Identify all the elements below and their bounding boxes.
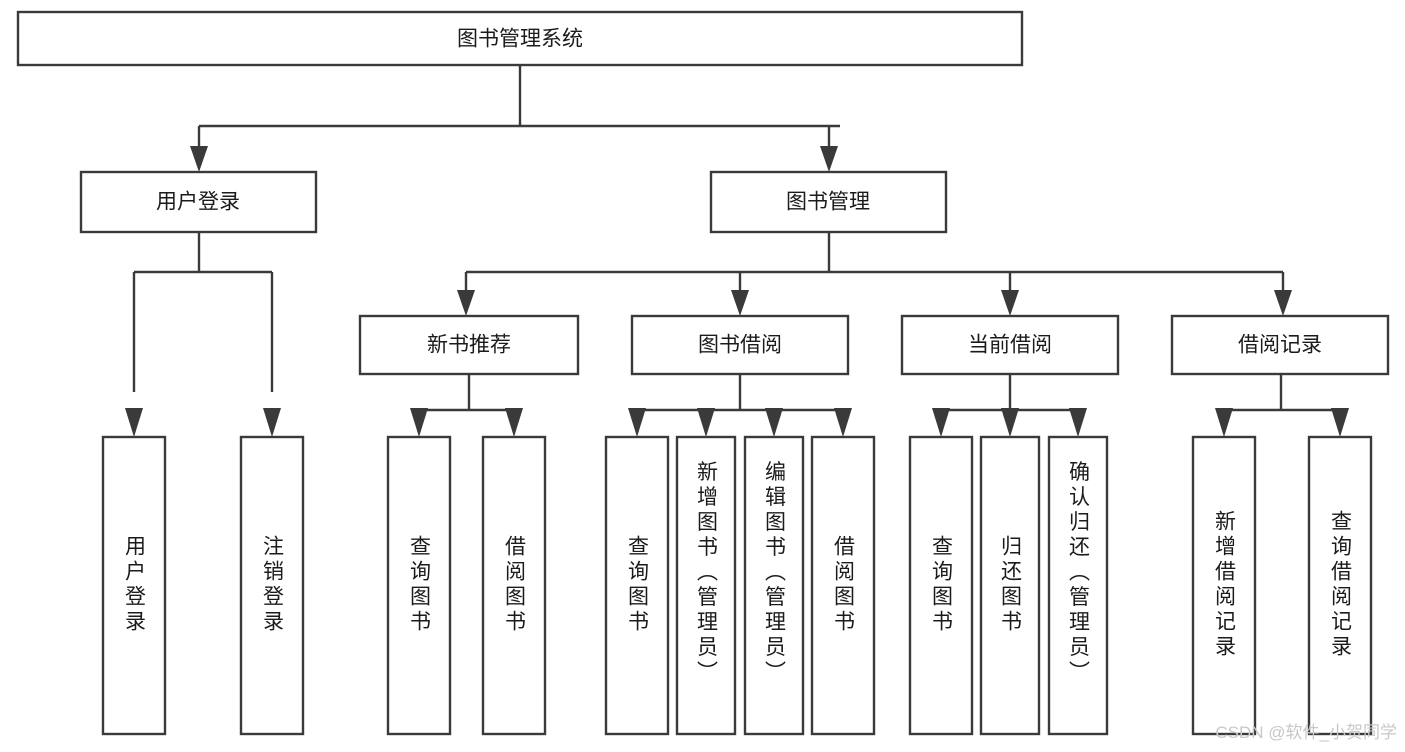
node-leaf-user-login-box[interactable]: [101, 435, 167, 736]
node-user-login-label: 用户登录: [156, 191, 240, 214]
node-leaf-borrow-book-2[interactable]: 借阅图书: [810, 435, 876, 736]
node-current-borrow[interactable]: 当前借阅: [900, 314, 1120, 376]
arrow-leaf-confirm-return: [1069, 408, 1087, 437]
node-current-borrow-box[interactable]: [900, 314, 1120, 376]
node-leaf-add-book[interactable]: 新增图书（管理员）: [675, 435, 737, 736]
node-leaf-return-book-label: 归还图书: [999, 535, 1023, 635]
arrow-leaf-logout: [263, 408, 281, 437]
arrow-leaf-borrow-book-2: [834, 408, 852, 437]
node-leaf-logout-label: 注销登录: [261, 535, 285, 635]
csdn-watermark: CSDN @软件_小贺同学: [1215, 723, 1397, 742]
node-user-login-box[interactable]: [79, 170, 318, 234]
node-leaf-edit-book-box[interactable]: [743, 435, 805, 736]
node-new-book-rec-label: 新书推荐: [427, 334, 511, 357]
node-leaf-add-record[interactable]: 新增借阅记录: [1191, 435, 1257, 736]
node-leaf-user-login[interactable]: 用户登录: [101, 435, 167, 736]
node-user-login[interactable]: 用户登录: [79, 170, 318, 234]
node-book-borrow-label: 图书借阅: [698, 334, 782, 357]
arrow-leaf-return-book: [1001, 408, 1019, 437]
node-leaf-add-record-box[interactable]: [1191, 435, 1257, 736]
node-new-book-rec[interactable]: 新书推荐: [358, 314, 580, 376]
node-leaf-query-book-3-box[interactable]: [908, 435, 974, 736]
node-leaf-borrow-book-2-box[interactable]: [810, 435, 876, 736]
node-leaf-query-record-box[interactable]: [1307, 435, 1373, 736]
node-borrow-record[interactable]: 借阅记录: [1170, 314, 1390, 376]
node-leaf-query-book-1-box[interactable]: [386, 435, 452, 736]
arrow-leaf-query-book-3: [932, 408, 950, 437]
node-leaf-return-book[interactable]: 归还图书: [979, 435, 1041, 736]
edge-layer: [125, 65, 1349, 437]
node-leaf-edit-book-label: 编辑图书（管理员）: [763, 461, 787, 686]
node-book-manage-box[interactable]: [709, 170, 948, 234]
arrow-leaf-query-book-1: [410, 408, 428, 437]
arrow-leaf-query-record: [1331, 408, 1349, 437]
arrow-book-borrow: [731, 290, 749, 316]
node-borrow-record-label: 借阅记录: [1238, 334, 1322, 357]
arrow-book-manage: [820, 146, 838, 172]
node-leaf-add-book-box[interactable]: [675, 435, 737, 736]
arrow-new-book-rec: [457, 290, 475, 316]
arrow-leaf-user-login: [125, 408, 143, 437]
node-current-borrow-label: 当前借阅: [968, 334, 1052, 357]
node-leaf-return-book-box[interactable]: [979, 435, 1041, 736]
arrow-current-borrow: [1001, 290, 1019, 316]
node-new-book-rec-box[interactable]: [358, 314, 580, 376]
node-leaf-query-book-3[interactable]: 查询图书: [908, 435, 974, 736]
node-leaf-query-book-3-label: 查询图书: [930, 535, 954, 635]
node-leaf-query-book-2-box[interactable]: [604, 435, 670, 736]
node-leaf-add-record-label: 新增借阅记录: [1213, 510, 1237, 660]
arrow-user-login: [190, 146, 208, 172]
node-book-borrow[interactable]: 图书借阅: [630, 314, 850, 376]
node-leaf-confirm-return-label: 确认归还（管理员）: [1067, 461, 1091, 686]
arrow-leaf-add-record: [1215, 408, 1233, 437]
arrow-leaf-borrow-book-1: [505, 408, 523, 437]
node-leaf-add-book-label: 新增图书（管理员）: [695, 461, 719, 686]
node-root-box[interactable]: [16, 10, 1024, 67]
node-leaf-confirm-return-box[interactable]: [1047, 435, 1109, 736]
arrow-leaf-query-book-2: [628, 408, 646, 437]
node-root[interactable]: 图书管理系统: [16, 10, 1024, 67]
node-root-label: 图书管理系统: [457, 28, 583, 51]
node-book-manage-label: 图书管理: [786, 191, 870, 214]
node-leaf-borrow-book-2-label: 借阅图书: [832, 535, 856, 635]
node-leaf-user-login-label: 用户登录: [123, 535, 147, 635]
node-leaf-query-record[interactable]: 查询借阅记录: [1307, 435, 1373, 736]
node-book-borrow-box[interactable]: [630, 314, 850, 376]
node-leaf-edit-book[interactable]: 编辑图书（管理员）: [743, 435, 805, 736]
node-leaf-query-book-2-label: 查询图书: [626, 535, 650, 635]
node-leaf-logout-box[interactable]: [239, 435, 305, 736]
arrow-borrow-record: [1274, 290, 1292, 316]
arrow-leaf-edit-book: [765, 408, 783, 437]
node-leaf-borrow-book-1-box[interactable]: [481, 435, 547, 736]
node-leaf-query-book-1-label: 查询图书: [408, 535, 432, 635]
node-leaf-query-book-1[interactable]: 查询图书: [386, 435, 452, 736]
arrow-leaf-add-book: [697, 408, 715, 437]
node-leaf-confirm-return[interactable]: 确认归还（管理员）: [1047, 435, 1109, 736]
node-leaf-borrow-book-1-label: 借阅图书: [503, 535, 527, 635]
node-leaf-query-book-2[interactable]: 查询图书: [604, 435, 670, 736]
node-leaf-logout[interactable]: 注销登录: [239, 435, 305, 736]
node-book-manage[interactable]: 图书管理: [709, 170, 948, 234]
node-borrow-record-box[interactable]: [1170, 314, 1390, 376]
node-leaf-query-record-label: 查询借阅记录: [1329, 510, 1353, 660]
node-leaf-borrow-book-1[interactable]: 借阅图书: [481, 435, 547, 736]
